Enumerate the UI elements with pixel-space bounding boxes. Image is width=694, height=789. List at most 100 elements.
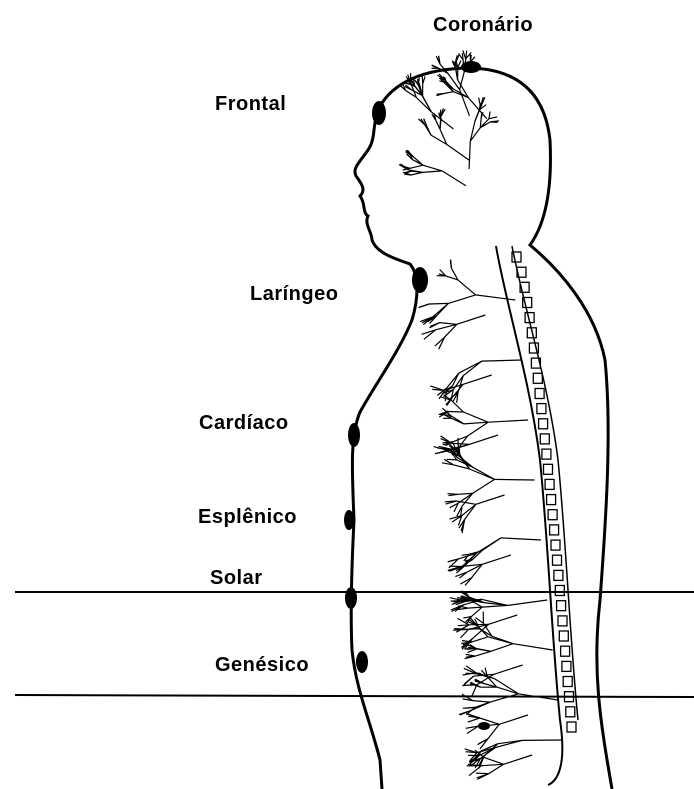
genesico-level-line bbox=[15, 695, 694, 697]
nerve-branch bbox=[463, 412, 488, 422]
label-laringeo: Laríngeo bbox=[250, 284, 338, 304]
nerve-branch bbox=[469, 141, 470, 169]
nerve-branch bbox=[442, 171, 466, 186]
vertebra bbox=[554, 570, 563, 580]
label-genesico: Genésico bbox=[215, 655, 309, 675]
nerve-branch bbox=[476, 295, 516, 300]
label-esplenico: Esplênico bbox=[198, 507, 297, 527]
nerve-branch bbox=[492, 636, 513, 643]
vertebra bbox=[561, 646, 570, 656]
vertebra bbox=[535, 389, 544, 399]
nerve-branch bbox=[513, 644, 553, 650]
nerve-branch bbox=[448, 295, 475, 304]
vertebra bbox=[567, 722, 576, 732]
nerve-branch bbox=[459, 361, 482, 373]
nerve-branch bbox=[447, 144, 470, 160]
genesico-dot bbox=[356, 651, 368, 673]
nerve-branch bbox=[484, 757, 504, 764]
nerve-branch bbox=[469, 624, 489, 625]
nerve-branch bbox=[435, 337, 445, 346]
vertebra bbox=[551, 540, 560, 550]
vertebra bbox=[542, 449, 551, 459]
nerve-branch bbox=[410, 165, 423, 168]
nerve-branch bbox=[476, 648, 491, 651]
vertebra bbox=[559, 631, 568, 641]
nerve-branch bbox=[423, 165, 442, 171]
nerve-branch bbox=[470, 469, 495, 479]
nerve-branch bbox=[468, 607, 482, 608]
body-outline bbox=[351, 68, 472, 789]
nerve-branch bbox=[481, 764, 503, 765]
nerve-branch bbox=[451, 260, 452, 269]
vertebra bbox=[563, 677, 572, 687]
nerve-branch bbox=[491, 644, 513, 652]
nerve-branch bbox=[482, 605, 507, 607]
nerve-branch bbox=[472, 607, 483, 616]
nerve-branch bbox=[495, 479, 535, 480]
vertebra bbox=[558, 616, 567, 626]
nerve-branch bbox=[437, 303, 449, 315]
nerve-branch bbox=[449, 412, 464, 413]
spine bbox=[496, 246, 562, 785]
nerve-branch bbox=[436, 120, 440, 129]
nerve-branch bbox=[430, 323, 440, 327]
nerve-branch bbox=[473, 701, 491, 703]
nerve-branch bbox=[462, 53, 463, 60]
vertebra bbox=[533, 373, 542, 383]
nerve-branch bbox=[458, 280, 476, 295]
vertebra bbox=[547, 495, 556, 505]
nerve-branch bbox=[494, 665, 523, 674]
vertebra bbox=[540, 434, 549, 444]
nerve-branch bbox=[504, 755, 532, 764]
nerve-branch bbox=[463, 361, 482, 376]
vertebra bbox=[539, 419, 548, 429]
nerve-branch bbox=[463, 375, 492, 384]
nerve-branch bbox=[457, 618, 469, 624]
nerve-branch bbox=[458, 438, 459, 453]
vertebra bbox=[557, 601, 566, 611]
nerve-branch bbox=[476, 495, 505, 504]
vertebra bbox=[553, 555, 562, 565]
nerve-branch bbox=[460, 578, 471, 584]
nerve-branch bbox=[490, 694, 518, 702]
nerve-branch bbox=[404, 174, 411, 175]
nerve-branch bbox=[426, 125, 431, 135]
nerve-branch bbox=[473, 479, 495, 493]
label-frontal: Frontal bbox=[215, 94, 286, 114]
label-solar: Solar bbox=[210, 568, 263, 588]
vertebra bbox=[537, 404, 546, 414]
nerve-branch bbox=[475, 110, 479, 121]
vertebra bbox=[555, 586, 564, 596]
vertebra bbox=[544, 464, 553, 474]
nerve-branch bbox=[419, 304, 429, 307]
nerve-branch bbox=[458, 61, 461, 68]
nerve-branch bbox=[447, 459, 457, 460]
nerve-branch bbox=[470, 435, 499, 444]
vertebra bbox=[566, 707, 575, 717]
nerve-branch bbox=[476, 773, 488, 774]
nerve-branch bbox=[508, 600, 548, 605]
nerve-branch bbox=[472, 685, 477, 697]
nerve-branch bbox=[497, 687, 519, 694]
nerve-branch bbox=[468, 718, 480, 722]
nerve-branch bbox=[464, 422, 488, 424]
nerve-branch bbox=[405, 171, 412, 172]
nerve-branch bbox=[499, 715, 528, 724]
label-coronario: Coronário bbox=[433, 15, 533, 35]
nerve-branch bbox=[411, 172, 422, 175]
nerve-branch bbox=[475, 651, 491, 656]
nerve-branch bbox=[439, 337, 445, 349]
vertebra bbox=[562, 661, 571, 671]
nerve-network bbox=[399, 50, 562, 779]
nerve-branch bbox=[422, 75, 423, 84]
nerve-branch bbox=[471, 702, 490, 710]
vertebra bbox=[550, 525, 559, 535]
nerve-branch bbox=[443, 92, 453, 94]
frontal-dot bbox=[372, 101, 386, 125]
nerve-branch bbox=[495, 679, 519, 694]
nerve-branch bbox=[450, 415, 464, 424]
vertebra bbox=[545, 479, 554, 489]
nerve-branch bbox=[501, 538, 541, 540]
